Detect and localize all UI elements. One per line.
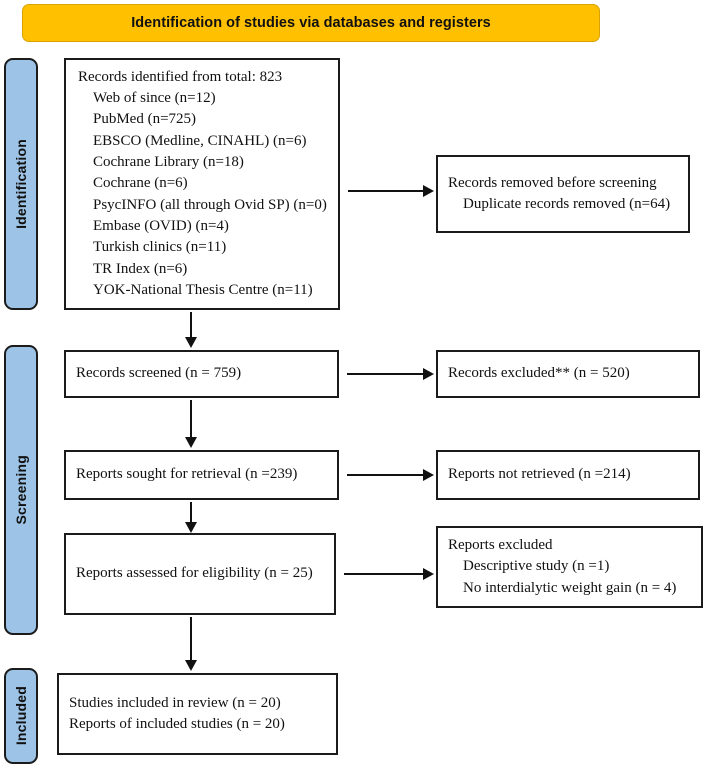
arrow-head-down-icon <box>185 522 197 533</box>
box-records-screened: Records screened (n = 759) <box>64 350 339 398</box>
arrow-head-right-icon <box>423 568 434 580</box>
reports-excluded-item: No interdialytic weight gain (n = 4) <box>463 579 677 596</box>
source-item: PsycINFO (all through Ovid SP) (n=0) <box>93 196 327 213</box>
box-reports-sought-for-retrieval: Reports sought for retrieval (n =239) <box>64 450 339 500</box>
arrow-head-down-icon <box>185 437 197 448</box>
stage-label-identification-text: Identification <box>13 139 29 229</box>
reports-excluded-item: Descriptive study (n =1) <box>463 558 610 575</box>
header-banner: Identification of studies via databases … <box>22 4 600 42</box>
page-title: Identification of studies via databases … <box>131 15 491 31</box>
box-records-identified: Records identified from total: 823 Web o… <box>64 58 340 310</box>
box-reports-excluded: Reports excluded Descriptive study (n =1… <box>436 526 703 608</box>
reports-not-retrieved-title: Reports not retrieved (n =214) <box>448 466 631 483</box>
arrow-shaft <box>347 373 423 375</box>
arrow-head-right-icon <box>423 185 434 197</box>
box-reports-assessed-for-eligibility: Reports assessed for eligibility (n = 25… <box>64 533 336 615</box>
box-reports-not-retrieved: Reports not retrieved (n =214) <box>436 450 700 500</box>
arrow-head-down-icon <box>185 337 197 348</box>
source-item: Cochrane (n=6) <box>93 175 188 192</box>
reports-assessed-title: Reports assessed for eligibility (n = 25… <box>76 565 313 582</box>
reports-excluded-title: Reports excluded <box>448 537 553 554</box>
records-identified-title: Records identified from total: 823 <box>78 68 283 85</box>
box-records-removed-before-screening: Records removed before screening Duplica… <box>436 155 690 233</box>
stage-label-included-text: Included <box>13 686 29 746</box>
source-item: Embase (OVID) (n=4) <box>93 217 229 234</box>
arrow-identified-to-screened <box>184 312 198 348</box>
source-item: YOK-National Thesis Centre (n=11) <box>93 281 313 298</box>
records-screened-title: Records screened (n = 759) <box>76 365 242 382</box>
stage-label-identification: Identification <box>4 58 38 310</box>
duplicates-title: Records removed before screening <box>448 174 657 191</box>
records-excluded-title: Records excluded** (n = 520) <box>448 365 630 382</box>
duplicates-item: Duplicate records removed (n=64) <box>463 196 671 212</box>
source-item: TR Index (n=6) <box>93 260 188 277</box>
source-item: Turkish clinics (n=11) <box>93 239 227 256</box>
arrow-shaft <box>190 400 192 437</box>
source-item: Web of since (n=12) <box>93 90 216 107</box>
arrow-shaft <box>347 474 423 476</box>
arrow-shaft <box>190 502 192 522</box>
arrow-sought-to-eligibility <box>184 502 198 533</box>
stage-label-included: Included <box>4 668 38 764</box>
arrow-eligibility-to-reports-excluded <box>344 567 434 581</box>
arrow-head-right-icon <box>423 368 434 380</box>
arrow-shaft <box>344 573 423 575</box>
arrow-screened-to-excluded <box>347 367 434 381</box>
box-records-excluded: Records excluded** (n = 520) <box>436 350 700 398</box>
arrow-shaft <box>190 312 192 337</box>
arrow-sought-to-not-retrieved <box>347 468 434 482</box>
arrow-head-down-icon <box>185 660 197 671</box>
arrow-identified-to-duplicates <box>348 184 434 198</box>
source-item: Cochrane Library (n=18) <box>93 154 244 171</box>
arrow-head-right-icon <box>423 469 434 481</box>
studies-included-line: Studies included in review (n = 20) <box>69 694 281 711</box>
source-item: EBSCO (Medline, CINAHL) (n=6) <box>93 132 307 149</box>
studies-included-line: Reports of included studies (n = 20) <box>69 716 285 732</box>
box-studies-included-in-review: Studies included in review (n = 20) Repo… <box>57 673 338 755</box>
arrow-shaft <box>348 190 423 192</box>
reports-sought-title: Reports sought for retrieval (n =239) <box>76 466 298 483</box>
arrow-shaft <box>190 617 192 660</box>
stage-label-screening-text: Screening <box>13 455 29 525</box>
source-item: PubMed (n=725) <box>93 111 197 128</box>
arrow-eligibility-to-included <box>184 617 198 671</box>
arrow-screened-to-sought <box>184 400 198 448</box>
stage-label-screening: Screening <box>4 345 38 635</box>
